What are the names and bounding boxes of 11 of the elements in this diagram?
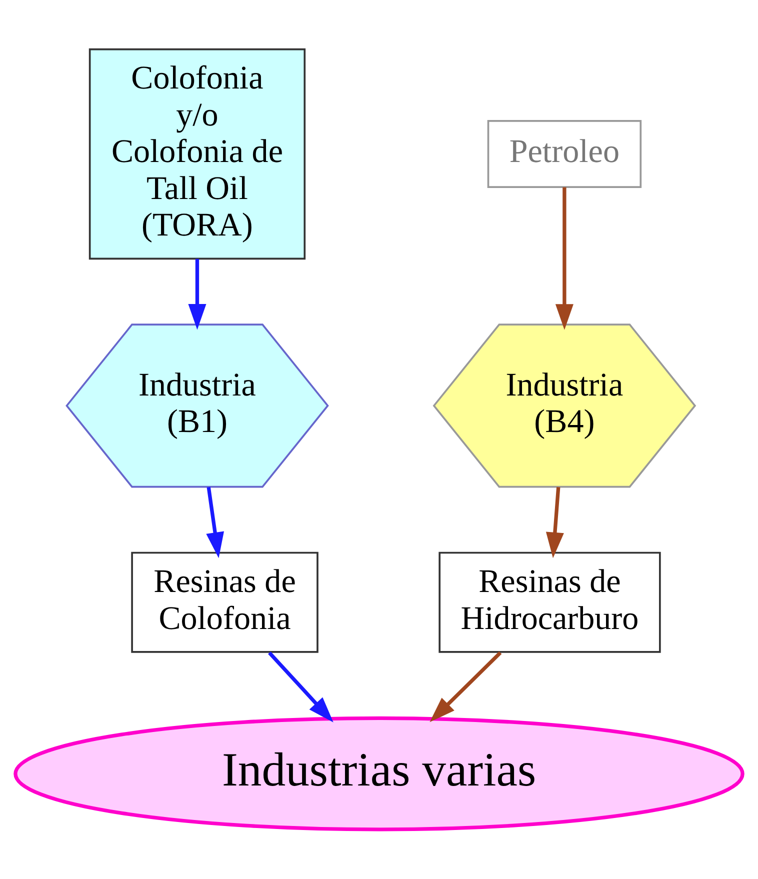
- node-box: Colofonia y/o Colofonia de Tall Oil (TORA): [88, 48, 306, 260]
- node-box: Resinas de Colofonia: [131, 552, 318, 653]
- node-box: Resinas de Hidrocarburo: [438, 552, 661, 653]
- arrow: [206, 486, 224, 558]
- node-ellipse: Industrias varias: [14, 716, 744, 832]
- arrow: [546, 487, 564, 558]
- arrow: [268, 651, 334, 722]
- node-box: Petroleo: [487, 120, 642, 188]
- arrow: [188, 258, 206, 330]
- arrow: [430, 651, 502, 722]
- arrow: [555, 187, 574, 330]
